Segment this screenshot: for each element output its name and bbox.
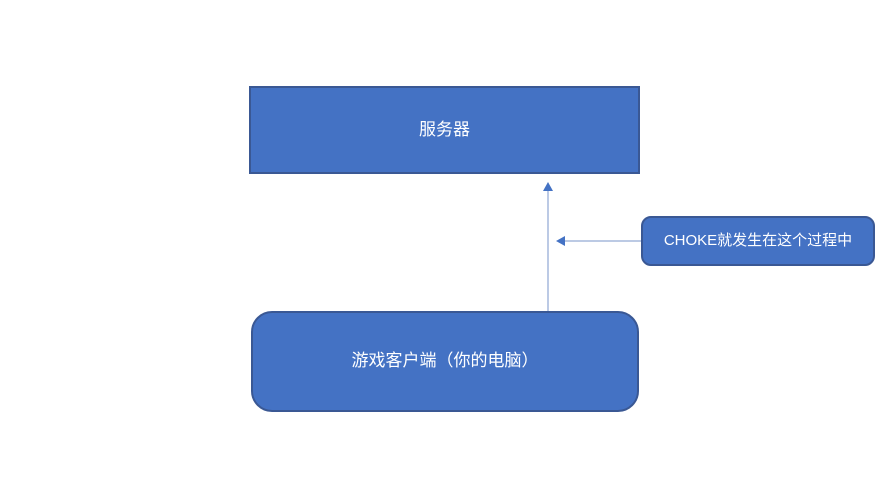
left-arrow-icon: [556, 236, 565, 246]
up-arrow-icon: [543, 182, 553, 191]
server-node: 服务器: [249, 86, 640, 174]
choke-note-label: CHOKE就发生在这个过程中: [663, 232, 853, 250]
server-node-label: 服务器: [419, 119, 470, 139]
choke-note-node: CHOKE就发生在这个过程中: [641, 216, 875, 266]
client-node-label: 游戏客户端（你的电脑）: [351, 351, 539, 371]
client-node: 游戏客户端（你的电脑）: [251, 311, 639, 412]
